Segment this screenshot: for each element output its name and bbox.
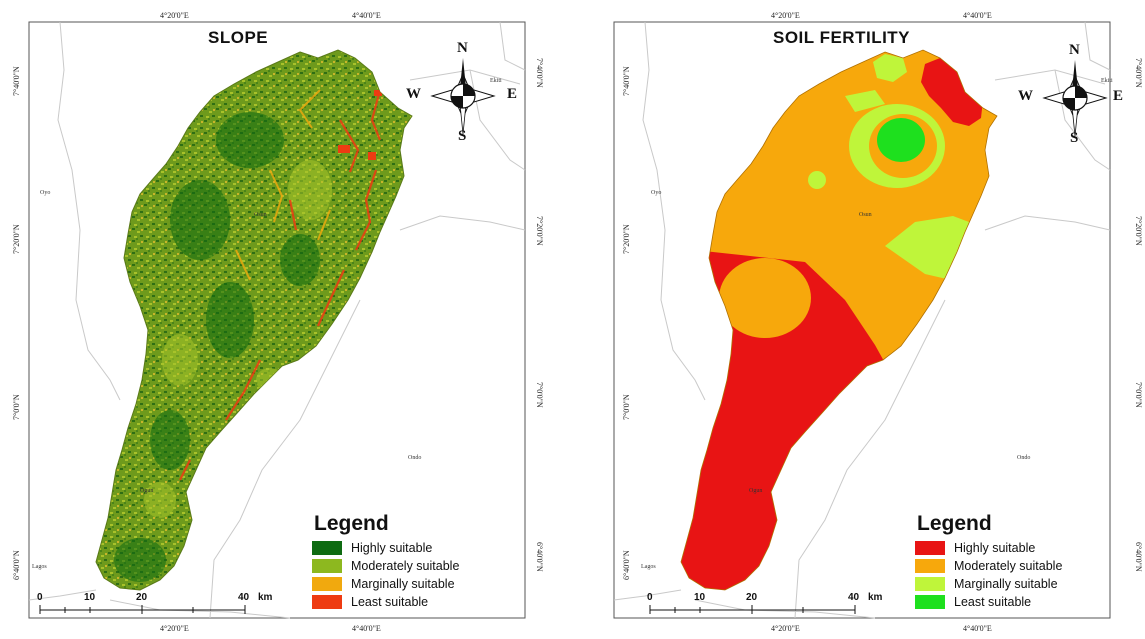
lat-tick-left-2: 7°20'0"N xyxy=(622,224,631,254)
legend-swatch-highly xyxy=(312,541,342,555)
lat-tick-left-1: 7°40'0"N xyxy=(622,66,631,96)
legend-swatch-moderately xyxy=(312,559,342,573)
map-title: SLOPE xyxy=(208,28,269,47)
compass-east: E xyxy=(1113,88,1124,104)
slope-map-panel: 4°20'0"E 4°40'0"E 4°20'0"E 4°40'0"E 7°40… xyxy=(0,0,560,639)
lat-tick-right-4: 6°40'0"N xyxy=(1134,542,1143,572)
place-label-ekiti: Ekiti xyxy=(490,78,502,84)
scale-label-0: 0 xyxy=(647,592,653,603)
lon-tick-bottom-1: 4°20'0"E xyxy=(160,624,189,633)
place-label-oyo: Oyo xyxy=(40,190,51,196)
lat-tick-right-1: 7°40'0"N xyxy=(535,58,544,88)
legend-swatch-marginally xyxy=(915,577,945,591)
scale-bar xyxy=(39,605,246,614)
legend-item: Marginally suitable xyxy=(915,575,1062,593)
compass-east: E xyxy=(507,86,518,102)
legend-label-least: Least suitable xyxy=(351,595,429,609)
state-boundaries xyxy=(28,21,526,619)
slope-map-canvas xyxy=(28,21,526,619)
lon-tick-bottom-2: 4°40'0"E xyxy=(352,624,381,633)
scale-unit: km xyxy=(868,592,883,603)
place-label-osun: Osun xyxy=(254,212,267,218)
place-label-lagos: Lagos xyxy=(641,564,656,570)
slope-basin xyxy=(95,49,413,591)
legend-swatch-least xyxy=(915,595,945,609)
lat-tick-left-2: 7°20'0"N xyxy=(12,224,21,254)
legend-item: Highly suitable xyxy=(312,539,459,557)
place-label-ondo: Ondo xyxy=(1017,455,1031,461)
scale-label-40: 40 xyxy=(238,592,250,603)
legend-label-highly: Highly suitable xyxy=(351,541,433,555)
lat-tick-right-1: 7°40'0"N xyxy=(1134,58,1143,88)
legend-label-marginally: Marginally suitable xyxy=(351,577,455,591)
lat-tick-left-4: 6°40'0"N xyxy=(622,550,631,580)
legend-item: Moderately suitable xyxy=(915,557,1062,575)
lat-tick-right-3: 7°0'0"N xyxy=(535,382,544,408)
lat-tick-left-3: 7°0'0"N xyxy=(622,394,631,420)
compass-south: S xyxy=(1070,130,1079,146)
scale-label-0: 0 xyxy=(37,592,43,603)
lon-tick-bottom-2: 4°40'0"E xyxy=(963,624,992,633)
compass-north: N xyxy=(1069,42,1080,58)
place-label-ondo: Ondo xyxy=(408,455,422,461)
legend-label-moderately: Moderately suitable xyxy=(954,559,1063,573)
legend: Legend Highly suitable Moderately suitab… xyxy=(312,512,459,611)
scale-label-20: 20 xyxy=(136,592,148,603)
scale-label-10: 10 xyxy=(694,592,706,603)
compass-west: W xyxy=(1018,88,1033,104)
scale-unit: km xyxy=(258,592,273,603)
lat-tick-right-3: 7°0'0"N xyxy=(1134,382,1143,408)
lat-tick-right-2: 7°20'0"N xyxy=(1134,216,1143,246)
legend-swatch-moderately xyxy=(915,559,945,573)
map-title: SOIL FERTILITY xyxy=(773,28,911,47)
north-arrow-icon xyxy=(1042,60,1108,137)
lon-tick-top-1: 4°20'0"E xyxy=(771,11,800,20)
lon-tick-top-1: 4°20'0"E xyxy=(160,11,189,20)
lon-tick-bottom-1: 4°20'0"E xyxy=(771,624,800,633)
legend-item: Least suitable xyxy=(915,593,1062,611)
place-label-ekiti: Ekiti xyxy=(1101,78,1113,84)
legend-swatch-marginally xyxy=(312,577,342,591)
lat-tick-right-4: 6°40'0"N xyxy=(535,542,544,572)
state-boundaries xyxy=(613,21,1111,619)
legend-label-moderately: Moderately suitable xyxy=(351,559,460,573)
legend-item: Marginally suitable xyxy=(312,575,459,593)
soil-fertility-map-panel: 4°20'0"E 4°40'0"E 4°20'0"E 4°40'0"E 7°40… xyxy=(585,0,1145,639)
lon-tick-top-2: 4°40'0"E xyxy=(963,11,992,20)
soil-fertility-map-canvas xyxy=(613,21,1111,619)
place-label-ogun: Ogun xyxy=(749,488,763,494)
place-label-oyo: Oyo xyxy=(651,190,662,196)
legend-label-marginally: Marginally suitable xyxy=(954,577,1058,591)
legend-title: Legend xyxy=(917,512,992,535)
legend-item: Moderately suitable xyxy=(312,557,459,575)
legend: Legend Highly suitable Moderately suitab… xyxy=(915,512,1062,611)
legend-label-least: Least suitable xyxy=(954,595,1032,609)
scale-label-20: 20 xyxy=(746,592,758,603)
north-arrow-icon xyxy=(430,58,496,135)
compass-south: S xyxy=(458,128,467,144)
legend-swatch-least xyxy=(312,595,342,609)
lat-tick-left-4: 6°40'0"N xyxy=(12,550,21,580)
place-label-osun: Osun xyxy=(859,212,872,218)
compass-north: N xyxy=(457,40,468,56)
legend-title: Legend xyxy=(314,512,389,535)
legend-item: Highly suitable xyxy=(915,539,1062,557)
lon-tick-top-2: 4°40'0"E xyxy=(352,11,381,20)
lat-tick-right-2: 7°20'0"N xyxy=(535,216,544,246)
legend-swatch-highly xyxy=(915,541,945,555)
scale-label-10: 10 xyxy=(84,592,96,603)
scale-bar xyxy=(649,605,856,614)
scale-label-40: 40 xyxy=(848,592,860,603)
lat-tick-left-3: 7°0'0"N xyxy=(12,394,21,420)
legend-item: Least suitable xyxy=(312,593,459,611)
lat-tick-left-1: 7°40'0"N xyxy=(12,66,21,96)
compass-west: W xyxy=(406,86,421,102)
legend-label-highly: Highly suitable xyxy=(954,541,1036,555)
place-label-ogun: Ogun xyxy=(140,488,154,494)
place-label-lagos: Lagos xyxy=(32,564,47,570)
